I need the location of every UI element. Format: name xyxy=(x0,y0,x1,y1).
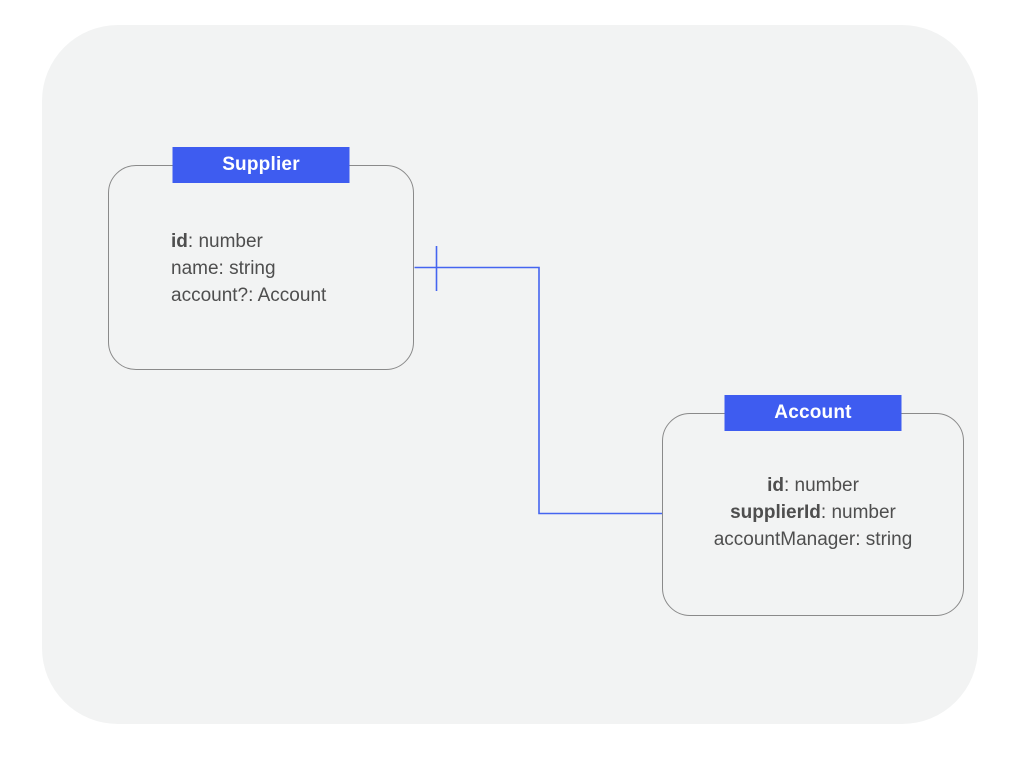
entity-supplier[interactable]: Supplier id: number name: string account… xyxy=(108,147,414,370)
field-type: : string xyxy=(218,258,276,279)
entity-supplier-fields: id: number name: string account?: Accoun… xyxy=(109,228,413,309)
field-row: account?: Account xyxy=(171,282,413,309)
field-type: : number xyxy=(783,475,859,496)
field-row: supplierId: number xyxy=(663,499,963,526)
field-name: id xyxy=(171,231,188,252)
field-row: id: number xyxy=(663,472,963,499)
diagram-panel: Supplier id: number name: string account… xyxy=(42,25,978,724)
field-row: name: string xyxy=(171,255,413,282)
field-name: id xyxy=(767,475,784,496)
field-type: : number xyxy=(187,231,263,252)
field-name: accountManager xyxy=(713,529,856,550)
entity-supplier-title: Supplier xyxy=(222,154,300,175)
entity-account-fields: id: number supplierId: number accountMan… xyxy=(663,472,963,553)
entity-supplier-header: Supplier xyxy=(172,147,350,183)
connector-path xyxy=(414,266,662,515)
field-type: : Account xyxy=(248,285,327,306)
field-type: : string xyxy=(855,529,913,550)
field-name: supplierId xyxy=(730,502,821,523)
field-row: id: number xyxy=(171,228,413,255)
entity-account-header: Account xyxy=(724,395,902,431)
field-name: name xyxy=(171,258,219,279)
entity-account-title: Account xyxy=(774,402,852,423)
field-type: : number xyxy=(820,502,896,523)
field-name: account? xyxy=(171,285,249,306)
field-row: accountManager: string xyxy=(663,526,963,553)
entity-account[interactable]: Account id: number supplierId: number ac… xyxy=(662,395,964,616)
